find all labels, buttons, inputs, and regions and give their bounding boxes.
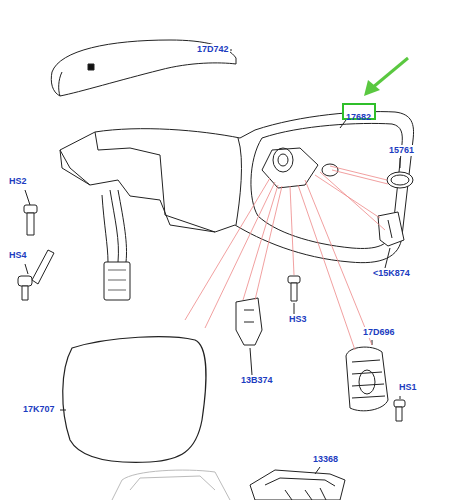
callout-number: 17K707 (22, 404, 56, 415)
callout-number: HS4 (8, 250, 28, 261)
callout-number: HS3 (288, 314, 308, 325)
highlight-box: 17682 (342, 103, 376, 120)
callout-number: HS1 (398, 382, 418, 393)
callout-number: 13B374 (240, 375, 274, 386)
callout-number: 17D696 (362, 327, 396, 338)
part-number: 17682 (346, 112, 371, 123)
callout-number: <15K874 (372, 268, 411, 279)
callout-number: 17D742 (196, 44, 230, 55)
callout-number: 15761 (388, 145, 415, 156)
callout-number: 13368 (312, 454, 339, 465)
callout-number: HS2 (8, 176, 28, 187)
